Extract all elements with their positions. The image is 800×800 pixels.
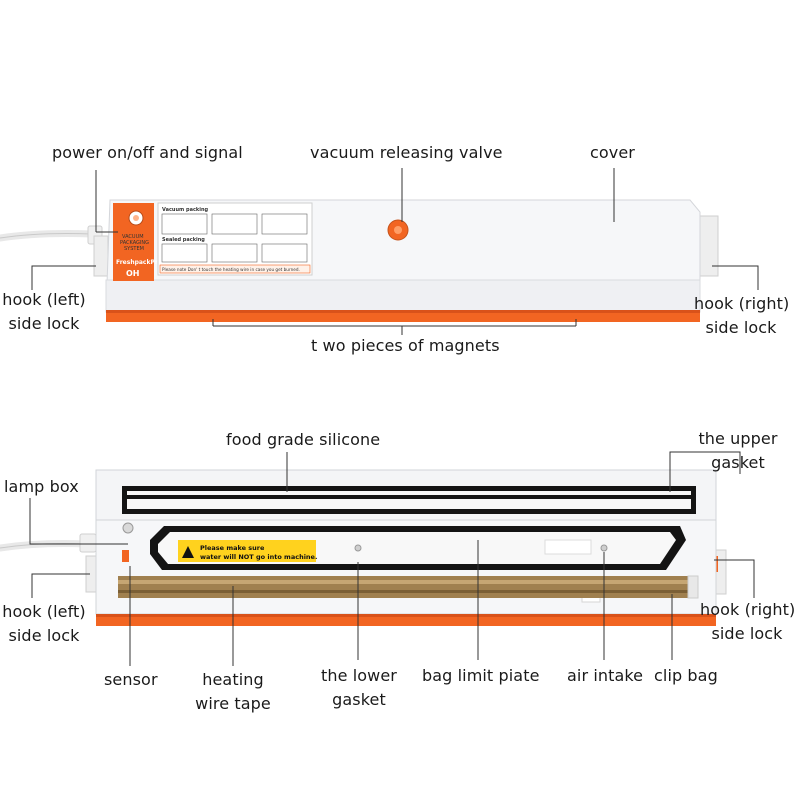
svg-text:PACKAGING: PACKAGING: [120, 240, 149, 246]
label-upper-gasket: the upper gasket: [698, 429, 778, 472]
label-magnets: t wo pieces of magnets: [311, 336, 500, 355]
bottom-device: Please make sure water will NOT go into …: [0, 469, 727, 626]
label-power: power on/off and signal: [52, 143, 243, 162]
svg-text:VACUUM: VACUUM: [122, 234, 144, 240]
label-lamp-box: lamp box: [4, 477, 79, 496]
svg-text:water will NOT go into machine: water will NOT go into machine.: [200, 553, 317, 561]
lamp-box: [122, 522, 134, 534]
label-hook-right-top: hook (right) side lock: [694, 294, 790, 337]
svg-text:Please make sure: Please make sure: [200, 544, 265, 552]
svg-text:Vacuum packing: Vacuum packing: [162, 207, 209, 213]
bottom-leader-lines: [29, 451, 755, 666]
label-food-grade-silicone: food grade silicone: [226, 430, 381, 449]
svg-text:OH: OH: [126, 269, 140, 278]
instruction-panel: Vacuum packing Sealed packing Please not…: [157, 202, 313, 276]
label-hook-left-bottom: hook (left) side lock: [2, 602, 86, 645]
warning-label: [178, 540, 316, 562]
svg-text:Please note Don' t touch the: Please note Don' t touch the heating wir…: [162, 267, 300, 272]
label-hook-right-bottom: hook (right) side lock: [700, 600, 796, 643]
heating-wire-tape: [118, 576, 688, 598]
label-lower-gasket: the lower gasket: [321, 666, 397, 709]
label-cover: cover: [590, 143, 635, 162]
sensor: [122, 550, 129, 562]
top-leader-lines: [31, 168, 759, 335]
svg-text:FreshpackPro: FreshpackPro: [116, 259, 162, 266]
label-sensor: sensor: [104, 670, 158, 689]
label-clip-bag: clip bag: [654, 666, 718, 685]
label-hook-left-top: hook (left) side lock: [2, 290, 86, 333]
svg-text:SYSTEM: SYSTEM: [124, 246, 144, 252]
svg-text:Sealed packing: Sealed packing: [162, 237, 205, 243]
top-device: VACUUM PACKAGING SYSTEM FreshpackPro OH …: [0, 199, 719, 322]
left-hook: [93, 235, 109, 277]
label-heating-wire-tape: heating wire tape: [195, 670, 271, 713]
label-bag-limit: bag limit piate: [422, 666, 540, 685]
label-vacuum-valve: vacuum releasing valve: [310, 143, 503, 162]
label-air-intake: air intake: [567, 666, 644, 685]
